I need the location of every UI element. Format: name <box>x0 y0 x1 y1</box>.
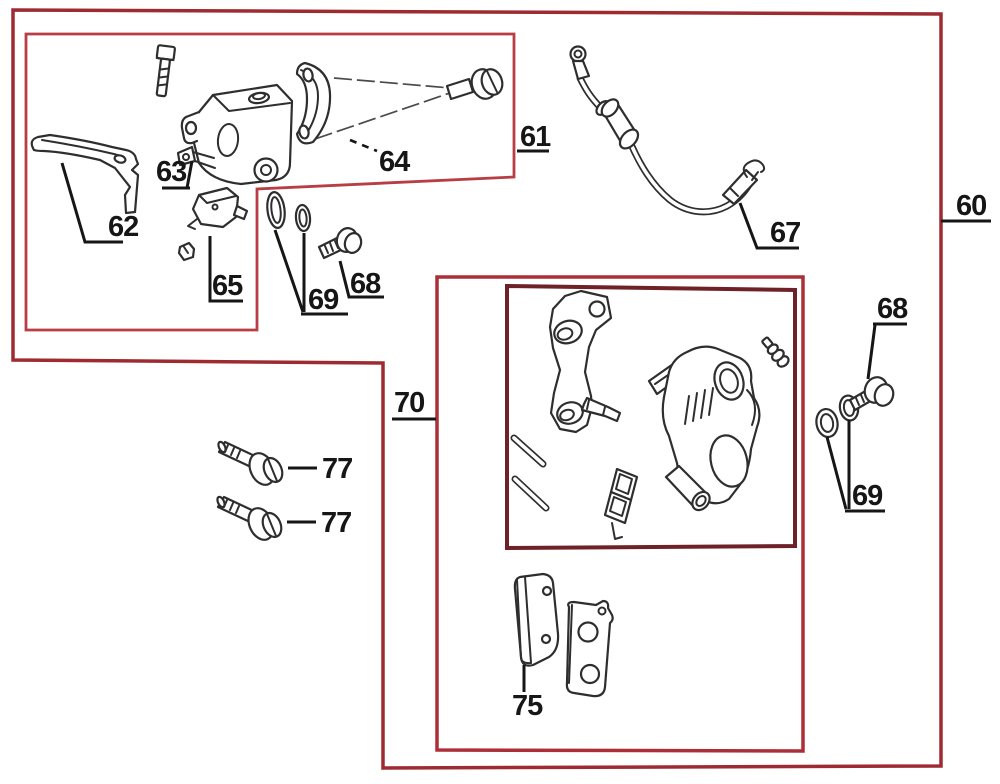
brake-caliper <box>647 345 761 512</box>
handlebar-clamp-64 <box>295 61 332 145</box>
part-label-70: 70 <box>394 387 424 419</box>
part-label-64: 64 <box>379 146 410 178</box>
clamp-bolt-alignment-lines <box>314 77 451 140</box>
part-label-62: 62 <box>108 211 138 243</box>
leader-62 <box>60 162 123 244</box>
leader-69-right <box>825 420 885 513</box>
caliper-slide-pins <box>510 434 550 512</box>
leader-63 <box>162 160 194 190</box>
master-cylinder-63 <box>176 83 294 186</box>
master-cylinder-region-61-frame <box>24 32 516 332</box>
leader-65 <box>208 236 243 303</box>
brake-switch-65 <box>187 186 249 230</box>
brake-hose-67 <box>569 45 766 216</box>
part-label-77-top: 77 <box>322 453 352 485</box>
outer-region-60-frame <box>11 8 943 770</box>
clamp-bolt <box>445 68 504 101</box>
brake-pads-75 <box>513 572 614 698</box>
part-labels: 60 61 62 63 64 65 67 68 69 70 75 77 77 6… <box>108 121 987 722</box>
part-label-63: 63 <box>156 156 187 188</box>
bleed-screw <box>761 336 790 368</box>
part-label-69-right: 69 <box>852 480 883 512</box>
caliper-bracket <box>548 289 622 434</box>
part-label-67: 67 <box>770 217 800 249</box>
part-label-61: 61 <box>520 121 551 153</box>
pivot-bolt <box>155 44 176 98</box>
mounting-bolt-77-bottom <box>216 495 283 541</box>
leader-68-right <box>866 322 907 380</box>
leader-lines <box>60 138 991 692</box>
pad-retainer-spring <box>603 467 639 540</box>
leader-68-left <box>338 260 384 299</box>
leader-64 <box>349 138 378 153</box>
banjo-bolt-68-left <box>317 227 363 260</box>
leader-67 <box>738 202 799 250</box>
part-label-65: 65 <box>212 270 243 302</box>
part-label-68-right: 68 <box>877 293 908 325</box>
leader-69-left <box>273 229 348 316</box>
o-rings-69-left <box>266 191 312 233</box>
part-label-75: 75 <box>512 690 543 722</box>
switch-clip <box>177 241 196 262</box>
brake-lever-62 <box>30 133 140 215</box>
mounting-bolt-77-top <box>217 440 284 486</box>
part-label-69-left: 69 <box>308 284 339 316</box>
part-label-77-bottom: 77 <box>321 507 351 539</box>
caliper-subassembly-frame <box>505 283 797 551</box>
banjo-bolt-68-right <box>848 376 895 412</box>
part-label-60: 60 <box>956 190 986 222</box>
caliper-region-70-frame <box>435 275 805 753</box>
part-label-68-left: 68 <box>350 268 381 300</box>
